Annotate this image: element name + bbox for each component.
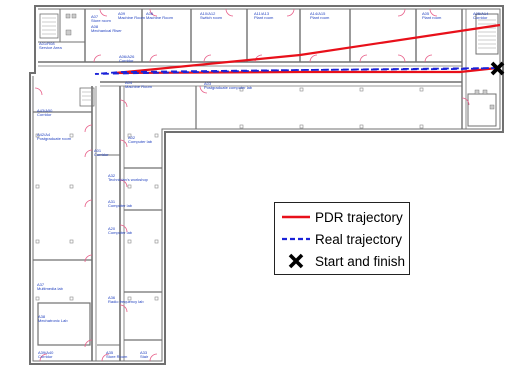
room-label-a37-code: A37 (37, 282, 45, 287)
room-label-a39-name: Corridor (38, 354, 53, 359)
room-label-a02-code: A02 (128, 135, 136, 140)
columns (35, 87, 424, 301)
room-label-a05-name: Plant room (422, 15, 442, 20)
room-label-a03-name: Postgraduate computer lab (204, 85, 253, 90)
room-label-a04-code: A04 (125, 80, 133, 85)
stairs (42, 17, 496, 101)
room-label-a05a14-code: A05/A14 (473, 11, 489, 16)
room-label-a42-name: Postgraduate room (37, 136, 72, 141)
legend-item-pdr: PDR trajectory (281, 207, 403, 227)
room-label-a38-code: A38 (38, 314, 46, 319)
room-label-a04-name: Machine Room (125, 84, 153, 89)
doors (34, 8, 470, 362)
legend-item-real: Real trajectory (281, 229, 402, 249)
room-label-a08-name: Mechanical Riser (91, 28, 122, 33)
room-label-a09-name: Machine Room (118, 15, 146, 20)
room-label-a32-name: Technician's workshop (108, 177, 149, 182)
room-label-a05-code: A05 (422, 11, 430, 16)
room-label-a14-code: A14/A15 (310, 11, 326, 16)
room-label-a07-code: A07 (91, 14, 99, 19)
legend: PDR trajectory Real trajectory Start and… (274, 202, 410, 275)
room-label-a39-code: A39/A40 (38, 350, 54, 355)
room-label-a35-code: A35 (106, 350, 114, 355)
room-label-a31-name: Computer lab (108, 203, 133, 208)
legend-label-pdr: PDR trajectory (315, 209, 403, 225)
x-marker-icon (288, 253, 304, 269)
room-label-a06-code: A06 (146, 11, 154, 16)
room-label-a10-code: A10/A12 (200, 11, 216, 16)
room-label-a32-code: A32 (108, 173, 116, 178)
room-label-a33-name: Stair (140, 354, 149, 359)
room-label-a33-code: A33 (140, 350, 148, 355)
room-label-a43-name: Corridor (37, 112, 52, 117)
building-walls (29, 5, 504, 365)
room-label-a14-name: Plant room (310, 15, 330, 20)
room-label-a20-code: A20 (108, 226, 116, 231)
room-label-a06-name: Machine Room (146, 15, 174, 20)
room-label-a08-code: A08 (91, 24, 99, 29)
room-label-a31-code: A31 (108, 199, 116, 204)
room-labels: A07 Store room A08 Mechanical Riser A01/… (37, 11, 489, 359)
room-label-a01r08-code: A01/R08 (39, 41, 55, 46)
room-label-a36-name: Radio frequency lab (108, 299, 144, 304)
room-label-a01-name: Corridor (94, 152, 109, 157)
dashed-line-icon (282, 237, 310, 241)
room-label-a37-name: Multimedia lab (37, 286, 64, 291)
room-label-a01-code: A01 (94, 148, 102, 153)
room-label-a36-code: A36 (108, 295, 116, 300)
room-label-a02-name: Computer lab (128, 139, 153, 144)
room-label-a38-name: Mechatronic Lab (38, 318, 68, 323)
room-label-a03-code: A03 (204, 81, 212, 86)
room-label-a09-code: A09 (118, 11, 126, 16)
room-label-a05a14-name: Corridor (473, 15, 488, 20)
real-trajectory-line (94, 67, 498, 75)
room-label-a01r08-name: Service Area (39, 45, 62, 50)
room-label-a11-name: Plant room (254, 15, 274, 20)
solid-line-icon (282, 215, 310, 219)
fixtures (65, 13, 495, 110)
room-label-a42-code: A42/A4 (37, 132, 51, 137)
start-finish-marker (490, 61, 505, 76)
room-label-a07-name: Store room (91, 18, 111, 23)
room-label-a35-name: Store Room (106, 354, 128, 359)
room-label-a10-name: Switch room (200, 15, 223, 20)
room-label-a20-name: Computer lab (108, 230, 133, 235)
room-label-a43-code: A43/A50 (37, 108, 53, 113)
room-label-a06a26-name: Corridor (119, 58, 134, 63)
room-label-a11-code: A11/A13 (254, 11, 270, 16)
room-label-a06a26-code: A06/A26 (119, 54, 135, 59)
legend-item-start: Start and finish (281, 251, 405, 271)
legend-label-start: Start and finish (315, 253, 406, 269)
legend-label-real: Real trajectory (315, 231, 403, 247)
